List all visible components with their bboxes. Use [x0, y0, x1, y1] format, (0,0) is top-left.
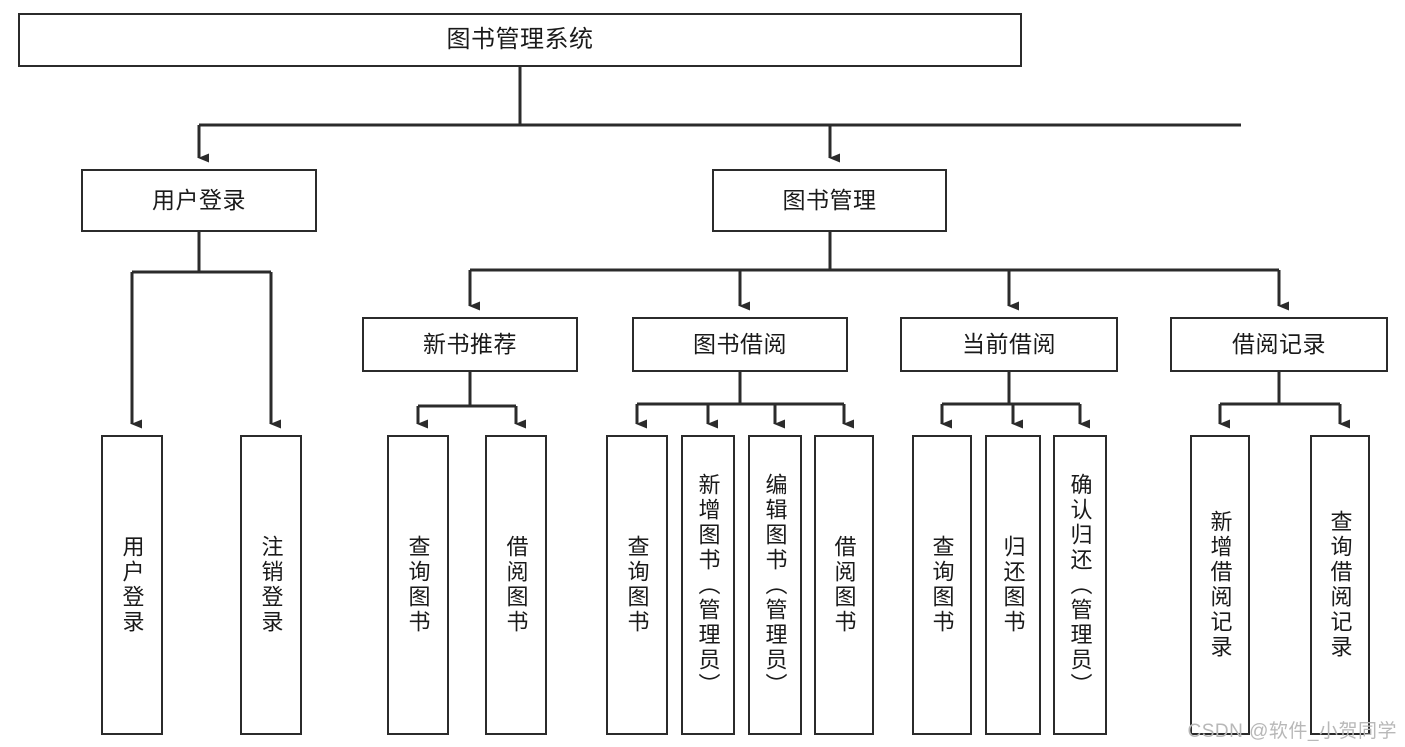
node-leaf-logout-login[interactable]: 注销登录 — [240, 435, 302, 735]
node-current-borrow[interactable]: 当前借阅 — [900, 317, 1118, 372]
csdn-watermark: CSDN @软件_小贺同学 — [1187, 721, 1397, 742]
node-leaf-user-login[interactable]: 用户登录 — [101, 435, 163, 735]
node-leaf-query-book-3-label: 查询图书 — [929, 535, 955, 635]
node-leaf-confirm-return-admin-label: 确认归还（管理员） — [1067, 472, 1093, 698]
node-leaf-borrow-book-2-label: 借阅图书 — [831, 535, 857, 635]
node-leaf-edit-book-admin-label: 编辑图书（管理员） — [762, 472, 788, 698]
node-leaf-query-book-1[interactable]: 查询图书 — [387, 435, 449, 735]
node-leaf-borrow-book-1[interactable]: 借阅图书 — [485, 435, 547, 735]
node-new-book-rec-label: 新书推荐 — [423, 330, 517, 357]
node-book-borrow[interactable]: 图书借阅 — [632, 317, 848, 372]
node-leaf-query-book-2-label: 查询图书 — [624, 535, 650, 635]
node-leaf-return-book-label: 归还图书 — [1000, 535, 1026, 635]
node-leaf-edit-book-admin[interactable]: 编辑图书（管理员） — [748, 435, 802, 735]
node-user-login[interactable]: 用户登录 — [81, 169, 317, 232]
node-leaf-query-book-3[interactable]: 查询图书 — [912, 435, 972, 735]
node-borrow-record[interactable]: 借阅记录 — [1170, 317, 1388, 372]
node-root-label: 图书管理系统 — [446, 25, 594, 53]
node-new-book-rec[interactable]: 新书推荐 — [362, 317, 578, 372]
node-leaf-confirm-return-admin[interactable]: 确认归还（管理员） — [1053, 435, 1107, 735]
node-leaf-borrow-book-2[interactable]: 借阅图书 — [814, 435, 874, 735]
node-book-manage-label: 图书管理 — [782, 186, 877, 213]
node-book-borrow-label: 图书借阅 — [693, 330, 787, 357]
node-leaf-add-borrow-record-label: 新增借阅记录 — [1207, 510, 1233, 660]
node-leaf-query-book-1-label: 查询图书 — [405, 535, 431, 635]
node-leaf-query-borrow-record-label: 查询借阅记录 — [1327, 510, 1353, 660]
node-leaf-return-book[interactable]: 归还图书 — [985, 435, 1041, 735]
node-root[interactable]: 图书管理系统 — [18, 13, 1022, 67]
node-leaf-logout-login-label: 注销登录 — [258, 535, 284, 635]
node-leaf-query-book-2[interactable]: 查询图书 — [606, 435, 668, 735]
node-leaf-user-login-label: 用户登录 — [119, 535, 145, 635]
node-borrow-record-label: 借阅记录 — [1232, 330, 1326, 357]
node-leaf-add-borrow-record[interactable]: 新增借阅记录 — [1190, 435, 1250, 735]
node-user-login-label: 用户登录 — [152, 186, 246, 213]
node-leaf-add-book-admin-label: 新增图书（管理员） — [695, 472, 721, 698]
node-leaf-query-borrow-record[interactable]: 查询借阅记录 — [1310, 435, 1370, 735]
node-book-manage[interactable]: 图书管理 — [712, 169, 947, 232]
node-leaf-borrow-book-1-label: 借阅图书 — [503, 535, 529, 635]
node-leaf-add-book-admin[interactable]: 新增图书（管理员） — [681, 435, 735, 735]
node-current-borrow-label: 当前借阅 — [962, 330, 1056, 357]
